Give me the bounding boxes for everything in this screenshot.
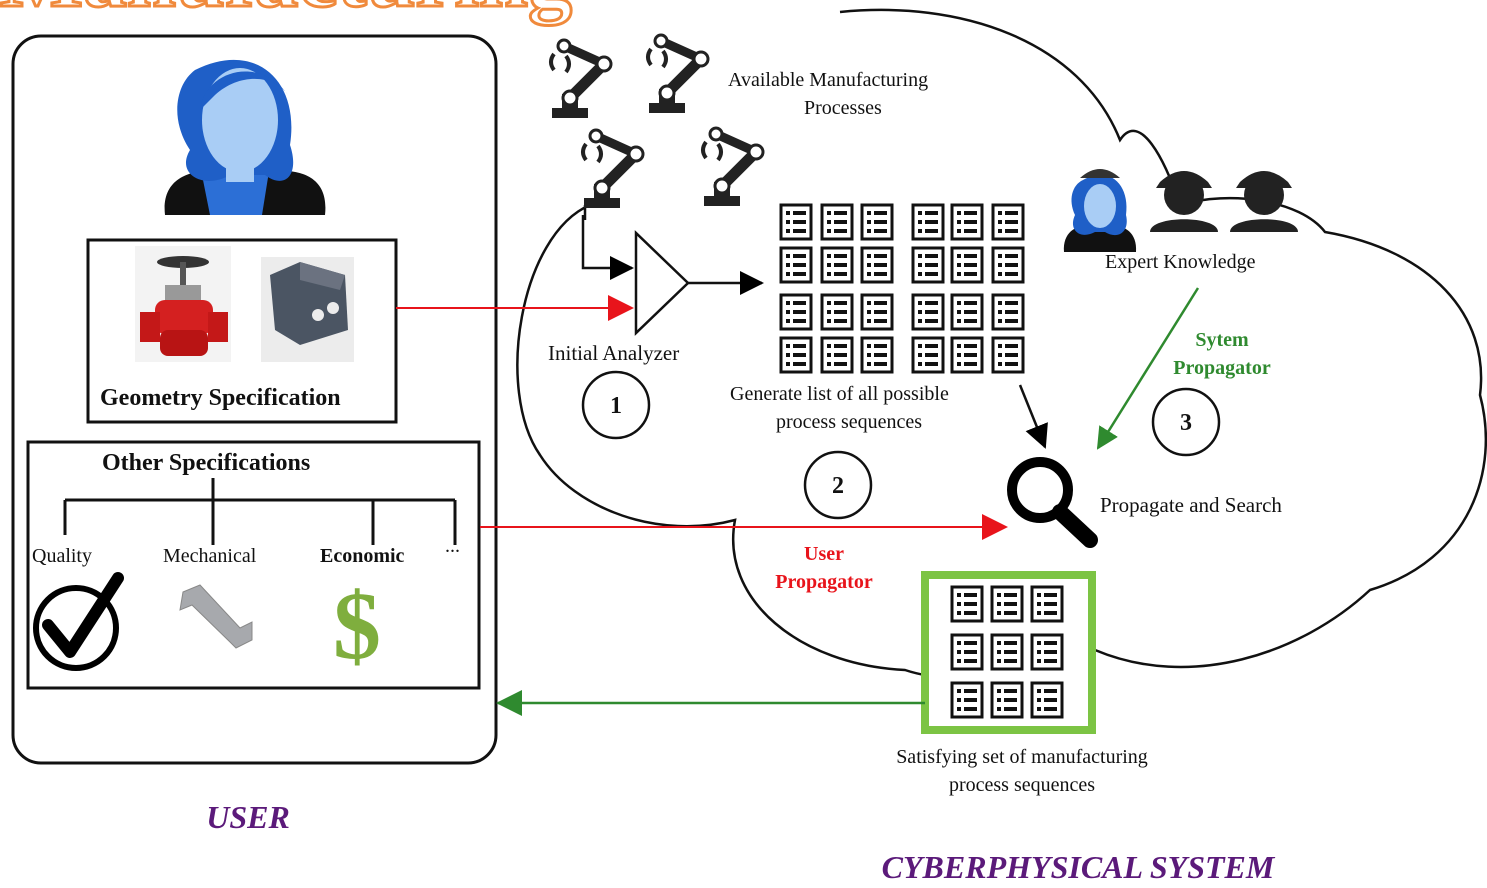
list-doc-icon	[991, 203, 1025, 241]
valve-image	[135, 246, 231, 362]
spec-quality-label: Quality	[32, 545, 92, 567]
list-doc-icon	[950, 633, 984, 671]
list-doc-icon	[1030, 633, 1064, 671]
list-doc-icon	[911, 293, 945, 331]
list-doc-icon	[779, 203, 813, 241]
list-doc-icon	[911, 203, 945, 241]
other-spec-label: Other Specifications	[102, 450, 310, 476]
checkmark-icon	[33, 572, 124, 671]
generate-list-line2: process sequences	[776, 411, 922, 433]
spec-mechanical-label: Mechanical	[163, 545, 257, 567]
spec-economic-label: Economic	[320, 545, 405, 567]
robot-arm-icon	[551, 40, 611, 118]
list-doc-icon	[1030, 585, 1064, 623]
spec-tree-lines	[63, 478, 457, 545]
worker-icon	[1230, 171, 1298, 232]
list-doc-icon	[991, 336, 1025, 374]
system-propagator-line2: Propagator	[1173, 357, 1271, 379]
user-avatar-icon	[164, 59, 326, 215]
available-processes-line2: Processes	[804, 97, 882, 119]
system-propagator-line1: Sytem	[1195, 329, 1249, 351]
list-doc-icon	[950, 203, 984, 241]
svg-text:$: $	[333, 572, 381, 679]
list-doc-icon	[990, 633, 1024, 671]
satisfying-set-grid	[950, 585, 1064, 719]
list-to-search-arrow	[1018, 384, 1048, 449]
svg-text:2: 2	[832, 473, 844, 499]
list-doc-icon	[860, 336, 894, 374]
list-doc-icon	[990, 681, 1024, 719]
geometry-spec-label: Geometry Specification	[100, 385, 341, 411]
propagate-search-label: Propagate and Search	[1100, 493, 1282, 517]
expert-woman-icon	[1063, 169, 1137, 252]
title-fragment: Manufacturing	[0, 0, 572, 26]
svg-text:3: 3	[1180, 410, 1192, 436]
list-doc-icon	[950, 293, 984, 331]
list-doc-icon	[911, 246, 945, 284]
list-doc-icon	[950, 585, 984, 623]
list-doc-icon	[1030, 681, 1064, 719]
list-doc-icon	[860, 203, 894, 241]
initial-analyzer-icon	[634, 230, 690, 336]
available-processes-line1: Available Manufacturing	[728, 69, 928, 91]
list-doc-icon	[990, 585, 1024, 623]
satisfying-set-line2: process sequences	[949, 774, 1095, 796]
list-doc-icon	[950, 246, 984, 284]
list-doc-icon	[860, 246, 894, 284]
robot-arm-icon	[703, 128, 763, 206]
robots-to-analyzer-arrow	[581, 215, 634, 280]
cyberphysical-caption: CYBERPHYSICAL SYSTEM	[882, 849, 1276, 883]
user-propagator-line2: Propagator	[775, 571, 873, 593]
process-sequence-grid	[779, 203, 1025, 374]
step-2-badge: 2	[803, 450, 873, 520]
list-doc-icon	[911, 336, 945, 374]
list-doc-icon	[820, 203, 854, 241]
list-doc-icon	[950, 681, 984, 719]
list-doc-icon	[820, 293, 854, 331]
initial-analyzer-label: Initial Analyzer	[548, 341, 679, 365]
robot-arm-icon	[583, 130, 643, 208]
spec-more-label: ...	[445, 535, 460, 557]
bracket-image	[261, 257, 354, 362]
user-caption: USER	[206, 799, 290, 835]
list-doc-icon	[820, 336, 854, 374]
system-propagator-arrow	[1096, 287, 1200, 450]
list-doc-icon	[779, 246, 813, 284]
worker-icon	[1150, 171, 1218, 232]
generate-list-line1: Generate list of all possible	[730, 383, 949, 405]
list-doc-icon	[820, 246, 854, 284]
step-1-badge: 1	[581, 370, 651, 440]
list-doc-icon	[950, 336, 984, 374]
step-3-badge: 3	[1151, 387, 1221, 457]
user-propagator-line1: User	[804, 543, 844, 565]
satisfying-set-line1: Satisfying set of manufacturing	[896, 746, 1148, 768]
svg-text:1: 1	[610, 393, 622, 419]
list-doc-icon	[779, 293, 813, 331]
list-doc-icon	[779, 336, 813, 374]
list-doc-icon	[991, 246, 1025, 284]
list-doc-icon	[991, 293, 1025, 331]
expert-knowledge-label: Expert Knowledge	[1105, 251, 1256, 273]
robot-arm-icon	[648, 35, 708, 113]
dollar-icon: $	[333, 572, 381, 679]
tensile-specimen-image	[179, 584, 253, 649]
magnifier-icon	[1007, 457, 1098, 548]
list-doc-icon	[860, 293, 894, 331]
